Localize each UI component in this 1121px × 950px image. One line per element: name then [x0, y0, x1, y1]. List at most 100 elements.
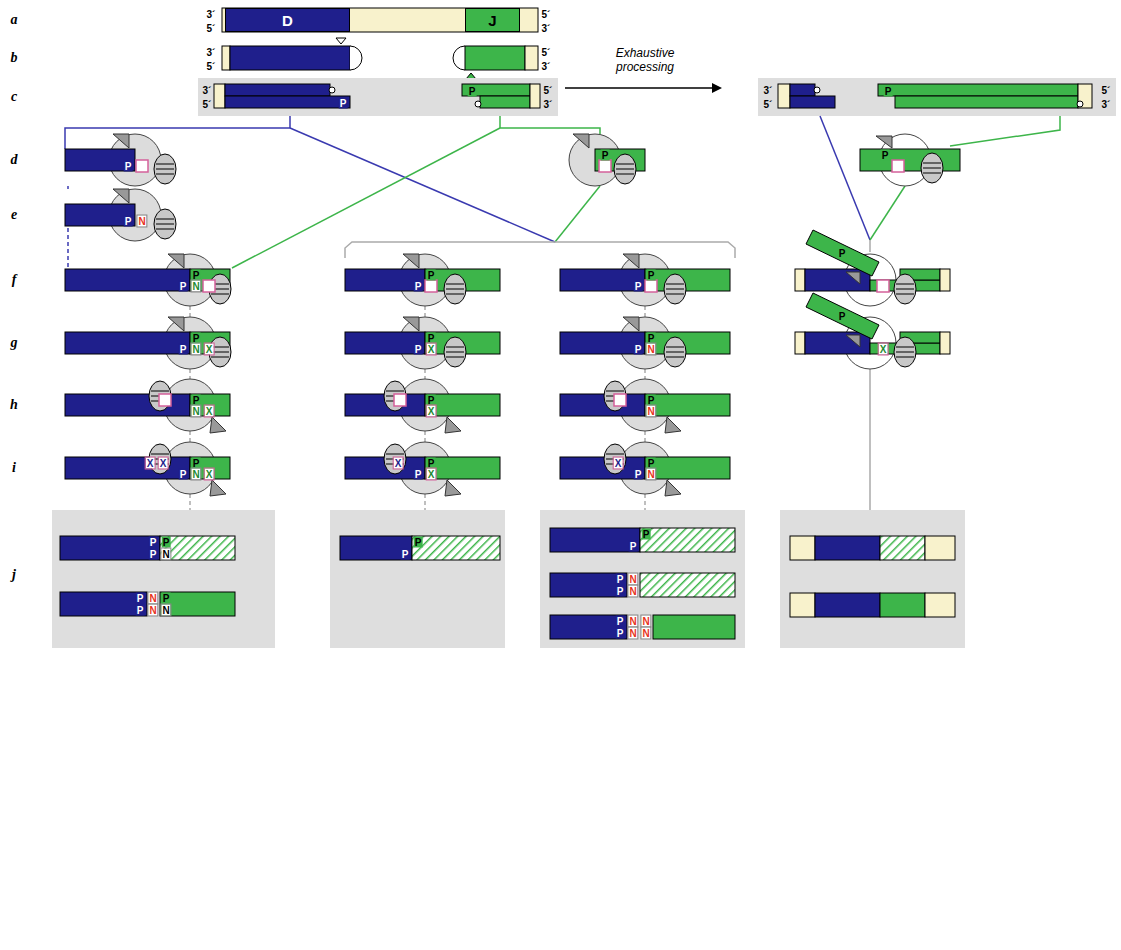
ku-protein	[921, 153, 943, 183]
nuclease-triangle	[445, 417, 461, 433]
panel-ground	[780, 510, 965, 648]
end-mark	[1077, 101, 1083, 107]
panel-ground	[540, 510, 745, 648]
ku-protein	[444, 337, 466, 367]
nuclease-triangle	[876, 136, 892, 148]
nuclease-triangle	[665, 480, 681, 496]
dna-segment	[790, 593, 815, 617]
connector-line	[424, 494, 426, 510]
empty-site	[599, 160, 611, 172]
nuclease-triangle	[210, 417, 226, 433]
row-letter: e	[10, 207, 18, 223]
n-nucleotide: N	[628, 616, 637, 627]
n-nucleotide: N	[628, 586, 637, 597]
j-segment: J	[465, 8, 520, 32]
ku-stripe	[606, 391, 624, 392]
dna-segment	[645, 332, 730, 354]
ku-protein	[154, 209, 176, 239]
p-nucleotide: P	[881, 150, 890, 161]
ku-stripe	[151, 454, 169, 455]
empty-site	[203, 280, 215, 292]
ku-stripe	[446, 294, 464, 295]
row-letter: g	[10, 335, 19, 351]
p-nucleotide: P	[192, 270, 201, 281]
connector-line	[189, 494, 191, 510]
ku-stripe	[896, 284, 914, 285]
p-nucleotide: P	[136, 605, 145, 616]
ku-protein	[384, 381, 406, 411]
ku-stripe	[446, 289, 464, 290]
dna-segment	[190, 457, 230, 479]
p-nucleotide: P	[124, 161, 133, 172]
strand-end: 3´	[202, 85, 213, 96]
ku-stripe	[156, 224, 174, 225]
row-letter: c	[10, 89, 18, 105]
ku-stripe	[896, 294, 914, 295]
empty-site	[614, 394, 626, 406]
p-nucleotide: P	[884, 86, 893, 97]
dna-segment	[230, 46, 350, 70]
ku-stripe	[666, 352, 684, 353]
template-base: X	[205, 406, 214, 417]
nuclease-triangle	[210, 480, 226, 496]
connector-line	[424, 431, 426, 442]
connector-line	[870, 186, 905, 240]
ku-stripe	[923, 168, 941, 169]
connector-line	[189, 431, 191, 442]
n-nucleotide: N	[148, 593, 157, 604]
template-base: X	[394, 458, 403, 469]
dna-flap	[806, 293, 879, 339]
strand-end: 3´	[763, 85, 774, 96]
dna-segment	[925, 593, 955, 617]
connector-line	[345, 242, 735, 258]
nuclease-triangle	[665, 417, 681, 433]
empty-site	[159, 394, 171, 406]
connector-line	[424, 369, 426, 379]
dna-segment	[550, 573, 627, 597]
dna-segment	[880, 536, 925, 560]
p-nucleotide: P	[192, 333, 201, 344]
nuclease-triangle	[403, 254, 419, 268]
dna-segment	[805, 269, 870, 291]
row-letter: i	[11, 460, 17, 476]
p-nucleotide: P	[179, 281, 188, 292]
ku-protein	[604, 444, 626, 474]
n-nucleotide: N	[161, 549, 170, 560]
p-nucleotide: P	[616, 616, 625, 627]
row-letter: d	[10, 152, 19, 168]
strand-end: 5´	[1101, 85, 1112, 96]
ku-stripe	[156, 169, 174, 170]
dna-segment	[65, 149, 135, 171]
dna-segment	[645, 457, 730, 479]
p-nucleotide: P	[616, 628, 625, 639]
ku-protein	[149, 381, 171, 411]
ku-stripe	[923, 173, 941, 174]
d-segment: D	[225, 8, 350, 32]
p-nucleotide: P	[647, 458, 656, 469]
ku-stripe	[616, 169, 634, 170]
empty-site	[892, 160, 904, 172]
ku-protein	[614, 154, 636, 184]
n-nucleotide: N	[137, 216, 146, 227]
p-nucleotide: P	[414, 281, 423, 292]
dna-segment	[790, 96, 835, 108]
dna-segment	[160, 592, 235, 616]
connector-line	[67, 228, 69, 268]
p-nucleotide: P	[629, 541, 638, 552]
p-nucleotide: P	[414, 537, 423, 548]
strand-end: 3´	[1101, 99, 1112, 110]
dna-flap	[806, 230, 879, 276]
strand-end: 3´	[206, 47, 217, 58]
n-nucleotide: N	[191, 281, 200, 292]
ku-stripe	[446, 347, 464, 348]
strand-end: 3´	[206, 9, 217, 20]
ku-stripe	[666, 357, 684, 358]
nuclease-triangle	[403, 317, 419, 331]
p-nucleotide: P	[427, 395, 436, 406]
p-nucleotide: P	[634, 469, 643, 480]
step-note: Exhaustive processing	[604, 46, 686, 74]
nuclease-triangle	[573, 134, 589, 148]
p-nucleotide: P	[647, 270, 656, 281]
ku-stripe	[151, 391, 169, 392]
